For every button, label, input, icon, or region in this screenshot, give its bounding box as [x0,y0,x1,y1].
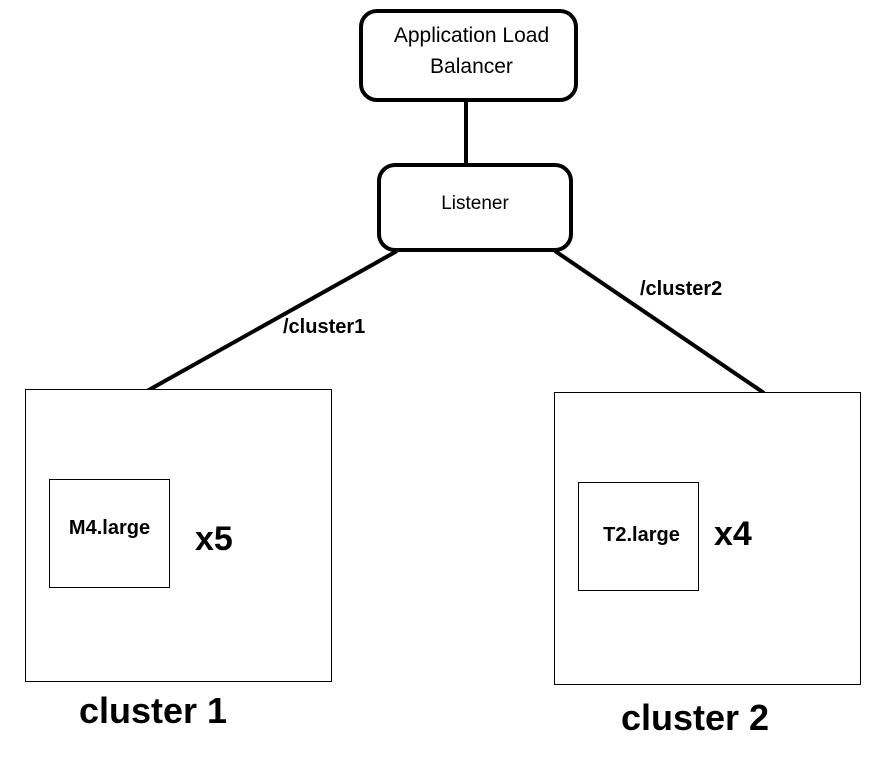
listener-cluster1-connector [146,249,398,393]
listener-node: Listener [377,163,573,252]
route-label-cluster1: /cluster1 [283,316,366,338]
listener-label: Listener [441,192,509,214]
cluster-2-instance-type: T2.large [603,524,680,546]
cluster-1-label: cluster 1 [79,690,228,731]
listener-cluster2-connector [553,249,766,395]
cluster-2-label: cluster 2 [621,697,770,738]
cluster-2-instance-box: T2.large [578,482,699,591]
cluster-1-instance-box: M4.large [49,479,170,588]
load-balancer-label: Application Load Balancer [388,20,549,82]
cluster-1-instance-type: M4.large [68,517,151,539]
route-label-cluster2: /cluster2 [640,278,723,300]
load-balancer-label-line1: Application Load [393,23,550,47]
application-load-balancer-node: Application Load Balancer [359,9,578,102]
load-balancer-label-line2: Balancer [430,54,513,78]
cluster-1-instance-count: x5 [195,520,233,558]
cluster-2-instance-count: x4 [714,515,752,553]
